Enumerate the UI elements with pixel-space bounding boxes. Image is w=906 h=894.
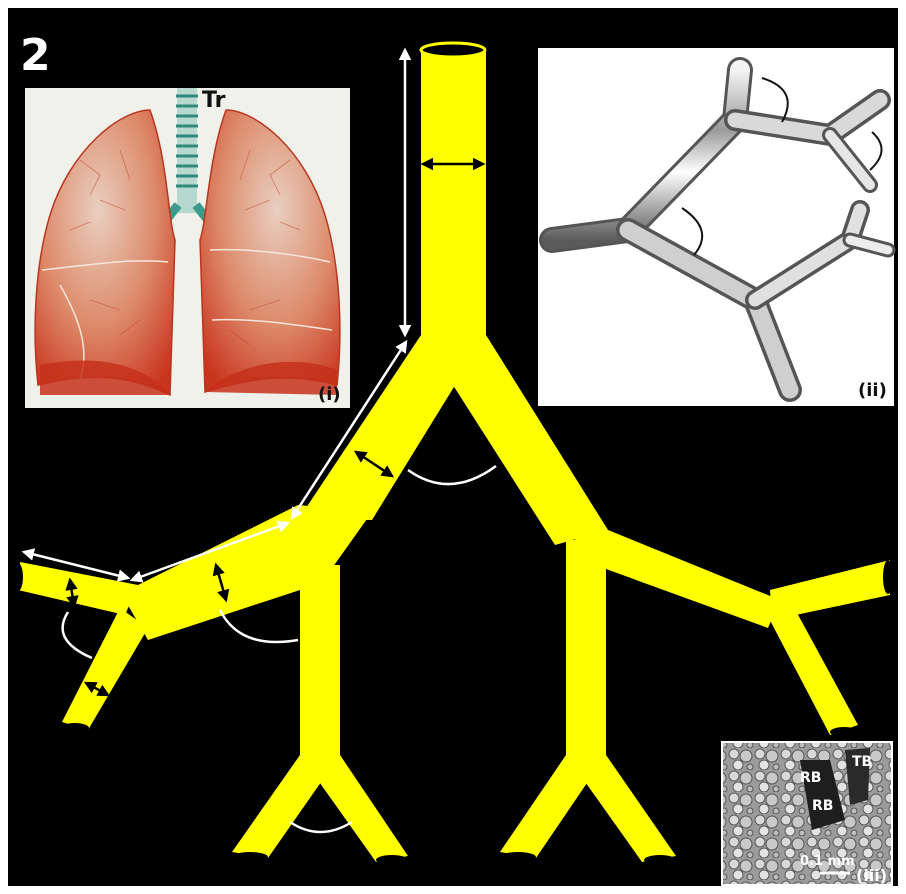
airway-right-vertical xyxy=(566,540,606,770)
panel-i: Tr (i) xyxy=(25,88,350,408)
figure-number: 2 xyxy=(20,30,51,81)
sem-scale-bar-label: 0.1 mm xyxy=(800,854,855,869)
airway-left-vertical xyxy=(300,565,340,770)
sem-label-rb-2: RB xyxy=(812,798,833,814)
trachea-label: Tr xyxy=(202,88,226,113)
panel-i-label: (i) xyxy=(318,384,341,405)
panel-ii-label: (ii) xyxy=(858,380,887,401)
airway-trachea xyxy=(421,50,486,360)
panel-iii: TB RB RB 0.1 mm (iii) xyxy=(722,742,892,885)
trachea-opening xyxy=(421,43,485,57)
panel-iii-label: (iii) xyxy=(856,866,887,885)
panel-ii: (ii) xyxy=(538,48,894,406)
sem-label-rb-1: RB xyxy=(800,770,821,786)
sem-label-tb: TB xyxy=(852,754,872,770)
